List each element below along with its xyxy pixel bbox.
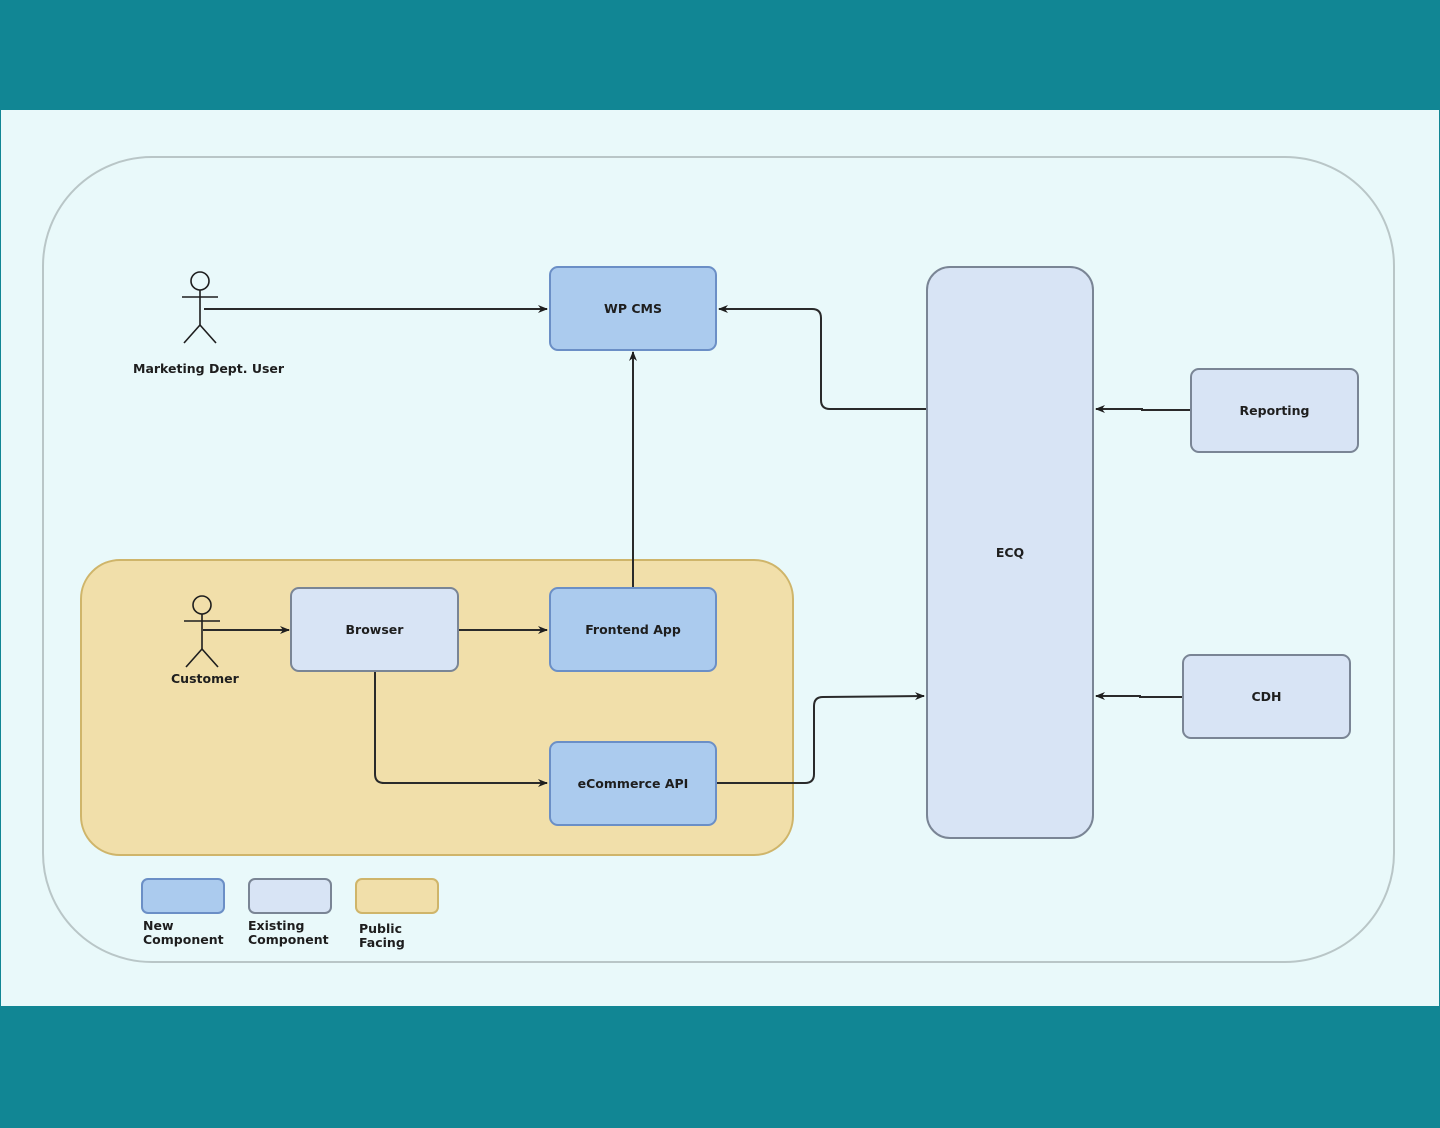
diagram-canvas bbox=[1, 110, 1439, 1006]
browser-node[interactable]: Browser bbox=[290, 587, 459, 672]
top-band bbox=[0, 0, 1440, 110]
legend-existing-swatch bbox=[248, 878, 332, 914]
ecq-node[interactable]: ECQ bbox=[926, 266, 1094, 839]
reporting-node[interactable]: Reporting bbox=[1190, 368, 1359, 453]
bottom-band bbox=[0, 1006, 1440, 1128]
ecq-label: ECQ bbox=[995, 545, 1025, 560]
cdh-node[interactable]: CDH bbox=[1182, 654, 1351, 739]
legend-public-label: Public Facing bbox=[359, 921, 405, 950]
customer-label: Customer bbox=[171, 671, 239, 686]
wp-cms-label: WP CMS bbox=[604, 301, 662, 316]
frontend-app-label: Frontend App bbox=[585, 622, 681, 637]
legend-existing-label: Existing Component bbox=[248, 918, 329, 947]
cdh-label: CDH bbox=[1251, 689, 1282, 704]
ecommerce-api-node[interactable]: eCommerce API bbox=[549, 741, 717, 826]
legend-new-label: New Component bbox=[143, 918, 224, 947]
wp-cms-node[interactable]: WP CMS bbox=[549, 266, 717, 351]
legend-new-swatch bbox=[141, 878, 225, 914]
ecommerce-api-label: eCommerce API bbox=[577, 776, 689, 791]
marketing-user-label: Marketing Dept. User bbox=[133, 361, 285, 376]
reporting-label: Reporting bbox=[1239, 403, 1310, 418]
legend-public-swatch bbox=[355, 878, 439, 914]
browser-label: Browser bbox=[345, 622, 404, 637]
system-boundary bbox=[42, 156, 1395, 963]
frontend-app-node[interactable]: Frontend App bbox=[549, 587, 717, 672]
